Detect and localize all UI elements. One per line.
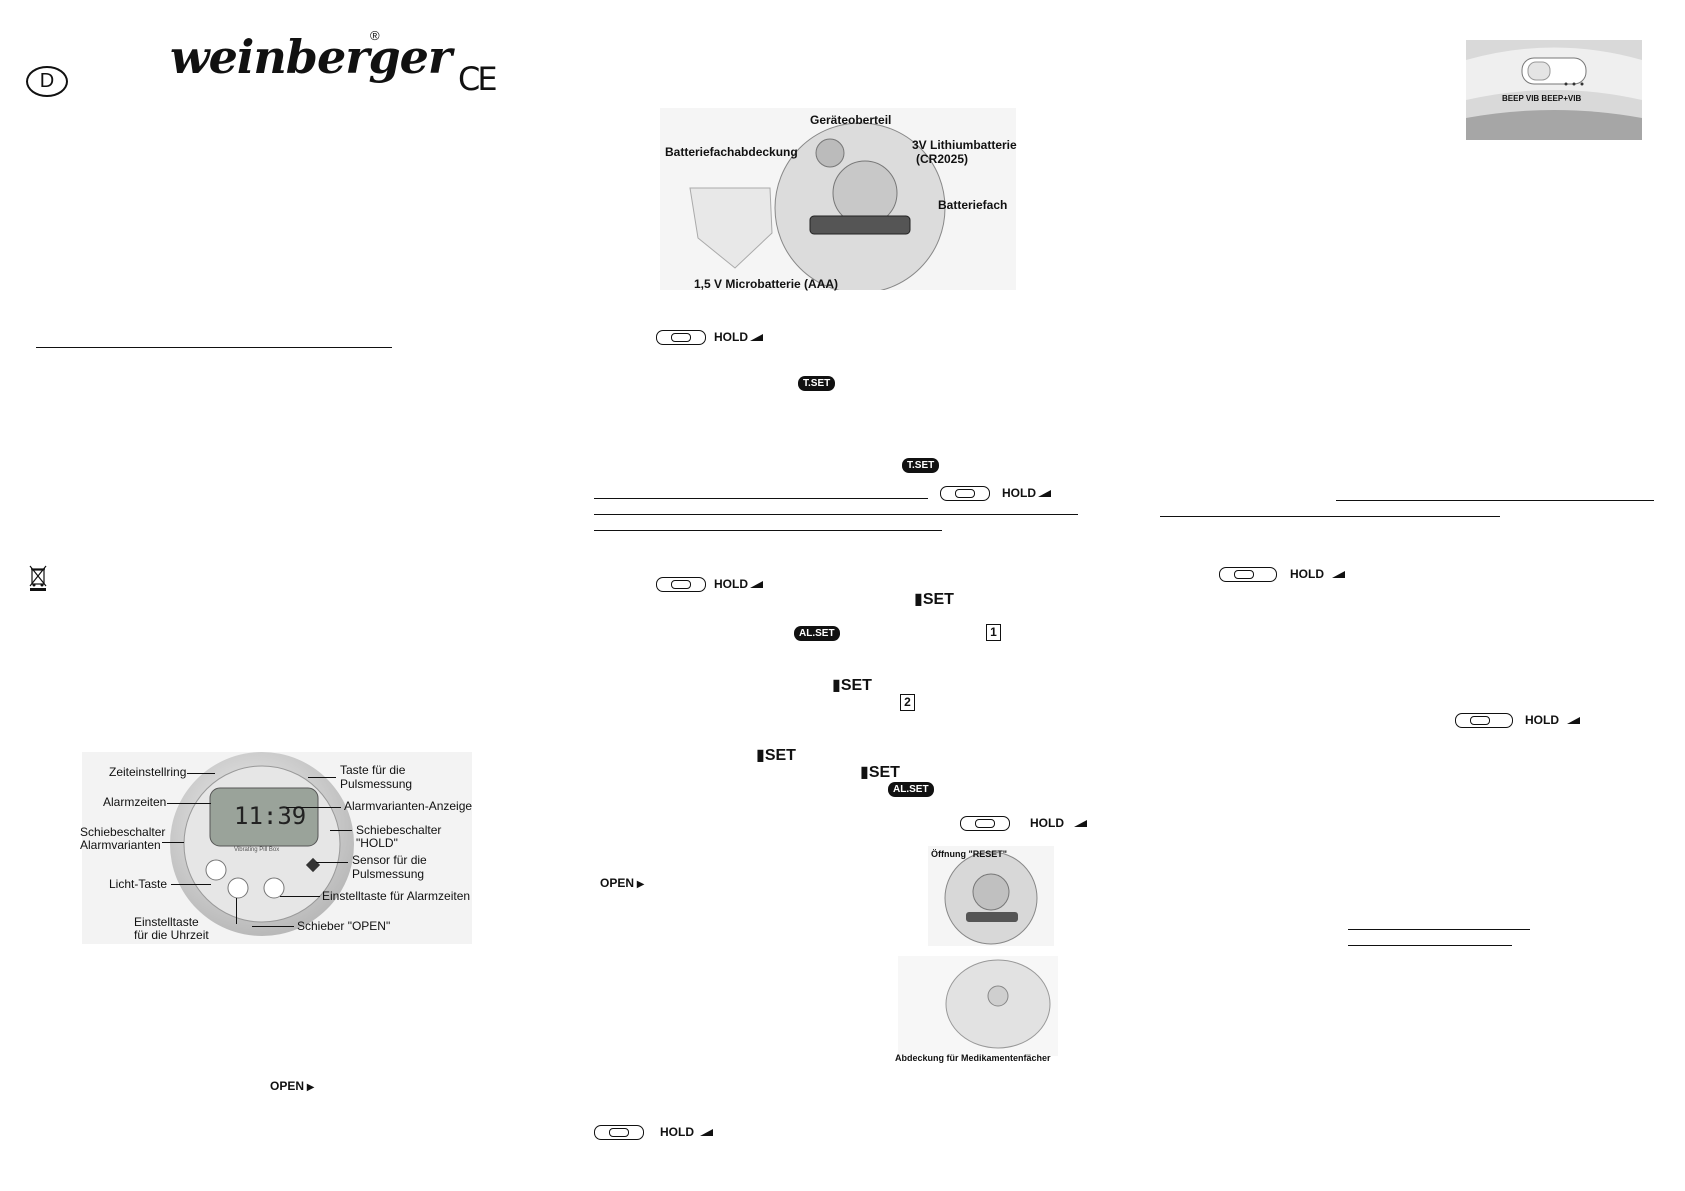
registered-mark: ® [370,28,380,43]
hold-label: HOLD [1030,816,1064,830]
hold-label: HOLD [714,330,748,344]
box-number-1: 1 [986,624,1001,641]
label-hold-switch-2: "HOLD" [356,836,398,850]
leader-line [330,830,352,831]
leader-line [187,773,215,774]
label-alarm-switch-1: Schiebeschalter [80,825,166,839]
weee-bin-icon [28,564,48,597]
pillbox-figure [898,956,1058,1056]
leader-line [308,777,336,778]
leader-line [236,898,237,924]
wedge-icon [1074,820,1087,827]
ce-mark: CE [458,60,498,98]
label-time-key-2: für die Uhrzeit [134,928,209,942]
leader-line [286,807,341,808]
label-battery-cover: Batteriefachabdeckung [665,145,798,159]
label-lithium-battery: 3V Lithiumbatterie [912,138,1017,152]
device-name: Vibrating Pill Box [234,847,280,853]
mode-switch-figure [1466,40,1642,140]
hold-slider-icon [960,816,1010,831]
tset-symbol: T.SET [798,376,836,391]
hold-slider-icon [1219,567,1277,582]
label-sensor-1: Sensor für die [352,853,427,867]
wedge-icon [1332,571,1345,578]
hold-label: HOLD [660,1125,694,1139]
underline [594,498,928,499]
reset-figure [928,846,1054,946]
pill-set-symbol: ▮SET [914,589,954,609]
hold-slider-icon [656,330,706,345]
pill-icon: ▮ [832,677,841,694]
underline [1348,945,1512,946]
battery-figure [660,108,1016,290]
hold-label: HOLD [1002,486,1036,500]
underline [1160,516,1500,517]
label-device-top: Geräteoberteil [810,113,892,127]
wedge-icon [1038,490,1051,497]
hold-label: HOLD [714,577,748,591]
label-pulse-button-2: Pulsmessung [340,777,413,791]
underline [594,530,942,531]
open-symbol: OPEN [600,876,644,890]
label-mode-switch: BEEP VIB BEEP+VIB [1502,94,1582,103]
wedge-icon [750,334,763,341]
label-alarm-mode-display: Alarmvarianten-Anzeige [344,799,473,813]
tset-symbol: T.SET [902,458,940,473]
hold-slider-icon [656,577,706,592]
hold-label: HOLD [1290,567,1324,581]
label-alarm-switch-2: Alarmvarianten [80,838,161,852]
label-sensor-2: Pulsmessung [352,867,425,881]
underline [36,347,392,348]
label-ring: Zeiteinstellring [109,765,187,779]
alset-symbol: AL.SET [794,626,840,641]
pill-set-symbol: ▮SET [832,675,872,695]
label-pillbox-cover: Abdeckung für Medikamentenfächer [895,1053,1051,1063]
set-label: SET [840,677,872,694]
brand-logo: weinberger [170,30,452,84]
hold-slider-icon [1455,713,1513,728]
hold-slider-icon [940,486,990,501]
label-lithium-type: (CR2025) [916,152,969,166]
underline [594,514,1078,515]
open-symbol: OPEN [270,1079,314,1093]
country-badge: D [26,66,68,97]
leader-line [171,884,211,885]
label-alarm-set-key: Einstelltaste für Alarmzeiten [322,889,471,903]
pill-icon: ▮ [860,764,869,781]
leader-line [167,803,211,804]
label-battery-compartment: Batteriefach [938,198,1008,212]
label-open-slider: Schieber "OPEN" [297,919,391,933]
leader-line [162,842,184,843]
wedge-icon [750,581,763,588]
pill-icon: ▮ [756,747,765,764]
underline [1348,929,1530,930]
leader-line [316,862,348,863]
box-number-2: 2 [900,694,915,711]
device-figure: 11:39 Vibrating Pill Box [82,752,472,944]
wedge-icon [700,1129,713,1136]
wedge-icon [1567,717,1580,724]
label-alarm-times: Alarmzeiten [103,795,167,809]
underline [1336,500,1654,501]
label-hold-switch-1: Schiebeschalter [356,823,442,837]
label-pulse-button-1: Taste für die [340,763,406,777]
set-label: SET [868,764,900,781]
set-label: SET [764,747,796,764]
set-label: SET [922,591,954,608]
hold-slider-icon [594,1125,644,1140]
label-light-button: Licht-Taste [109,877,168,891]
pill-set-symbol: ▮SET [860,762,900,782]
label-micro-battery: 1,5 V Microbatterie (AAA) [694,277,839,291]
leader-line [280,896,320,897]
leader-line [252,926,294,927]
hold-label: HOLD [1525,713,1559,727]
pill-set-symbol: ▮SET [756,745,796,765]
label-time-key-1: Einstelltaste [134,915,199,929]
alset-symbol: AL.SET [888,782,934,797]
pill-icon: ▮ [914,591,923,608]
label-reset-opening: Öffnung "RESET" [931,849,1008,859]
lcd-time: 11:39 [234,802,307,830]
